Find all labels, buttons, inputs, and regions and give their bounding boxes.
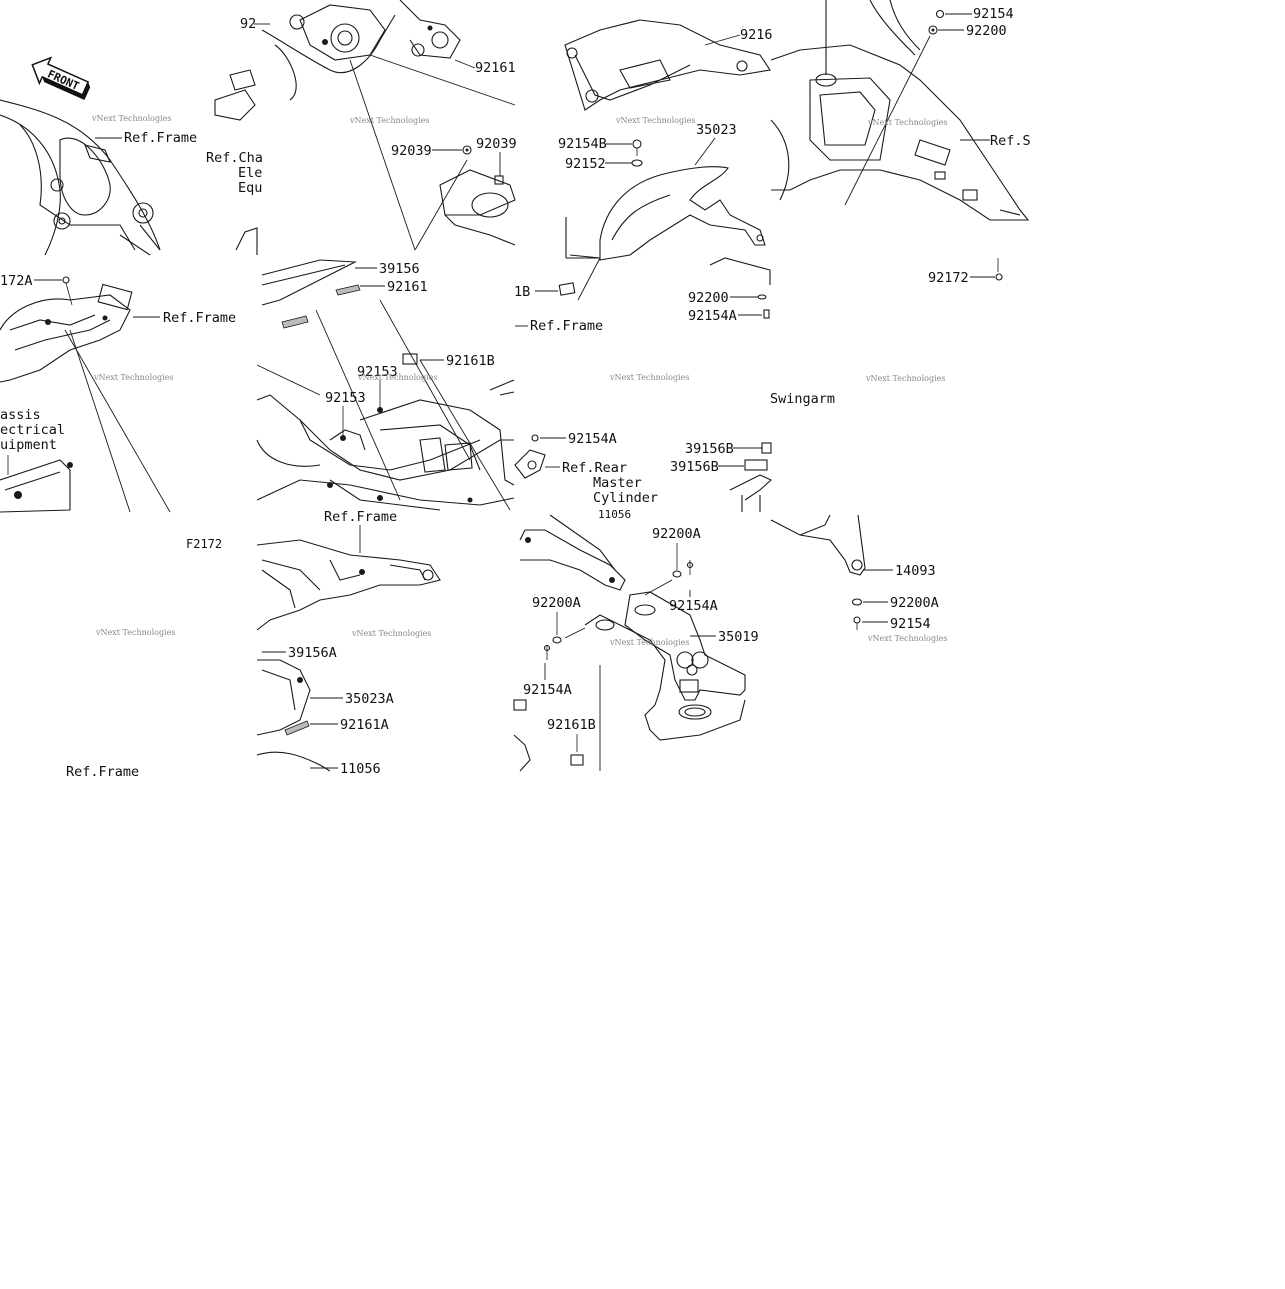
label-ref-rear-3: Cylinder	[593, 490, 658, 506]
label-92153-a: 92153	[357, 364, 398, 380]
watermark-12: vNext Technologies	[867, 634, 947, 643]
watermark-3: vNext Technologies	[615, 116, 695, 125]
watermark-1: vNext Technologies	[91, 114, 171, 123]
watermark-7: vNext Technologies	[609, 373, 689, 382]
label-92200-top: 92200	[966, 23, 1007, 39]
figure-code: F2172	[186, 537, 222, 551]
label-92154A-rear: 92154A	[568, 431, 617, 447]
label-chassis-3: uipment	[0, 437, 57, 453]
watermark-10: vNext Technologies	[351, 629, 431, 638]
label-chassis-1: assis	[0, 407, 41, 423]
label-92161B-mid: 92161B	[446, 353, 495, 369]
label-92200-mid: 92200	[688, 290, 729, 306]
tile-rear-frame: 92154 92200 Ref.S 92172 vNext Technologi…	[770, 0, 1031, 286]
label-ref-chassis-1: Ref.Cha	[206, 150, 263, 166]
watermark-5: vNext Technologies	[93, 373, 173, 382]
label-ref-frame-1: Ref.Frame	[124, 130, 197, 146]
label-chassis-2: ectrical	[0, 422, 65, 438]
tile-battery-area: 92 92161 Ref.Cha Ele Equ 92039 92039	[206, 0, 517, 255]
label-92154A-c: 92154A	[523, 682, 572, 698]
label-ref-rear-1: Ref.Rear	[562, 460, 627, 476]
label-92200A-a: 92200A	[652, 526, 701, 542]
watermark-4: vNext Technologies	[867, 118, 947, 127]
tile-front-frame: FRONT Ref.Frame vNext Technologies	[0, 56, 197, 256]
label-swingarm: Swingarm	[770, 391, 835, 407]
label-92172A: 172A	[0, 273, 33, 289]
label-92172: 92172	[928, 270, 969, 286]
label-92039-b: 92039	[476, 136, 517, 152]
tile-rear-master: 92154A Ref.Rear Master Cylinder 11056 vN…	[514, 373, 689, 521]
watermark-6: vNext Technologies	[357, 373, 437, 382]
label-14093: 14093	[895, 563, 936, 579]
label-92154-bot: 92154	[890, 616, 931, 632]
label-ref-s: Ref.S	[990, 133, 1031, 149]
label-1B-partial: 1B	[514, 284, 530, 300]
label-ref-frame-3: Ref.Frame	[530, 318, 603, 334]
label-92161B-bot: 92161B	[547, 717, 596, 733]
label-35019: 35019	[718, 629, 759, 645]
label-11056: 11056	[340, 761, 381, 777]
front-badge: FRONT	[31, 56, 91, 101]
label-39156A: 39156A	[288, 645, 337, 661]
label-ref-frame-10: Ref.Frame	[324, 509, 397, 525]
label-39156B-a: 39156B	[685, 441, 734, 457]
label-92200A-c: 92200A	[890, 595, 939, 611]
label-ref-rear-2: Master	[593, 475, 642, 491]
label-ref-frame-5: Ref.Frame	[163, 310, 236, 326]
watermark-8: vNext Technologies	[865, 374, 945, 383]
label-92154B: 92154B	[558, 136, 607, 152]
watermark-9: vNext Technologies	[95, 628, 175, 637]
label-92154A-b: 92154A	[669, 598, 718, 614]
label-35023: 35023	[696, 122, 737, 138]
watermark-11: vNext Technologies	[609, 638, 689, 647]
tile-license-bracket: 92200A 92154A 92200A 92154A 35019 92161B	[513, 514, 759, 772]
label-92039-a: 92039	[391, 143, 432, 159]
label-92154A-mid: 92154A	[688, 308, 737, 324]
label-39156: 39156	[379, 261, 420, 277]
tile-undertray: 39156 92161 92161B 92153 92153 vNext Tec	[256, 259, 515, 511]
label-92153-b: 92153	[325, 390, 366, 406]
label-92152: 92152	[565, 156, 606, 172]
label-ref-chassis-2: Ele	[238, 165, 262, 181]
tile-bottom-left: vNext Technologies Ref.Frame	[66, 628, 175, 780]
label-ref-chassis-3: Equ	[238, 180, 262, 196]
watermark-2: vNext Technologies	[349, 116, 429, 125]
label-92200A-b: 92200A	[532, 595, 581, 611]
label-ref-frame-partial: Ref.Frame	[66, 764, 139, 780]
label-11056-partial: 11056	[598, 508, 631, 521]
label-92161-mid: 92161	[387, 279, 428, 295]
label-35023A: 35023A	[345, 691, 394, 707]
label-9216-partial: 9216	[740, 27, 773, 43]
tile-rear-cowl: 9216 92154B 92152 35023 1B Ref.Frame 922…	[514, 19, 773, 334]
label-92-top: 92	[240, 16, 256, 32]
label-92161A: 92161A	[340, 717, 389, 733]
tile-seat-rail: Ref.Frame 39156A 35023A 92161A 11056 vNe…	[256, 509, 441, 777]
label-92154-top: 92154	[973, 6, 1014, 22]
tile-swingarm: Swingarm 39156B 39156B vNext Technologie…	[670, 374, 945, 512]
label-39156B-b: 39156B	[670, 459, 719, 475]
tile-chassis-electrical: 172A Ref.Frame assis ectrical uipment vN…	[0, 273, 236, 551]
label-92161-top: 92161	[475, 60, 516, 76]
tile-mudguard: 14093 92200A 92154 vNext Technologies	[770, 514, 947, 643]
